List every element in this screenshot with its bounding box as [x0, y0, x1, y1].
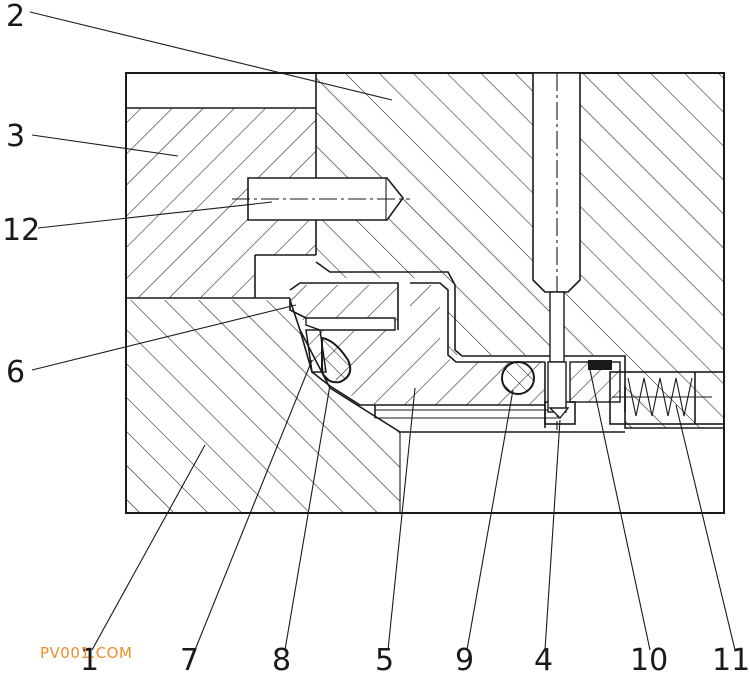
leader-8: [284, 384, 331, 651]
part-1-base: [126, 300, 400, 513]
leader-6: [31, 304, 297, 371]
part-2-upper-body: [316, 73, 724, 428]
part-4-shaft: [532, 72, 581, 430]
label-4: 4: [534, 643, 553, 678]
part-5-ring-body: [290, 285, 545, 405]
leader-lines: [29, 11, 736, 651]
lower-housing: [400, 432, 625, 513]
part-11-spring: [612, 372, 712, 424]
label-11: 11: [712, 643, 750, 678]
part-12-pin: [232, 177, 410, 221]
label-2: 2: [6, 0, 25, 34]
label-10: 10: [630, 643, 668, 678]
label-8: 8: [272, 643, 291, 678]
label-6: 6: [6, 355, 25, 390]
label-12: 12: [2, 213, 40, 248]
part-6-lip: [305, 317, 396, 331]
label-5: 5: [375, 643, 394, 678]
part-7-oring: [321, 336, 352, 384]
leader-7: [194, 359, 313, 651]
label-3: 3: [6, 119, 25, 154]
watermark-text: PV001.COM: [40, 644, 132, 662]
label-1: 1: [80, 643, 99, 678]
leader-9: [466, 389, 514, 651]
leader-10: [589, 369, 651, 651]
leader-1: [91, 444, 206, 651]
outline-lines: [125, 72, 725, 514]
leader-3: [31, 134, 179, 157]
leader-5: [387, 387, 416, 651]
leader-2: [29, 11, 393, 101]
label-9: 9: [455, 643, 474, 678]
leader-4: [544, 419, 561, 651]
leader-11: [675, 404, 736, 651]
leader-12: [37, 201, 273, 229]
label-7: 7: [180, 643, 199, 678]
part-9-round-seal: [501, 361, 535, 395]
